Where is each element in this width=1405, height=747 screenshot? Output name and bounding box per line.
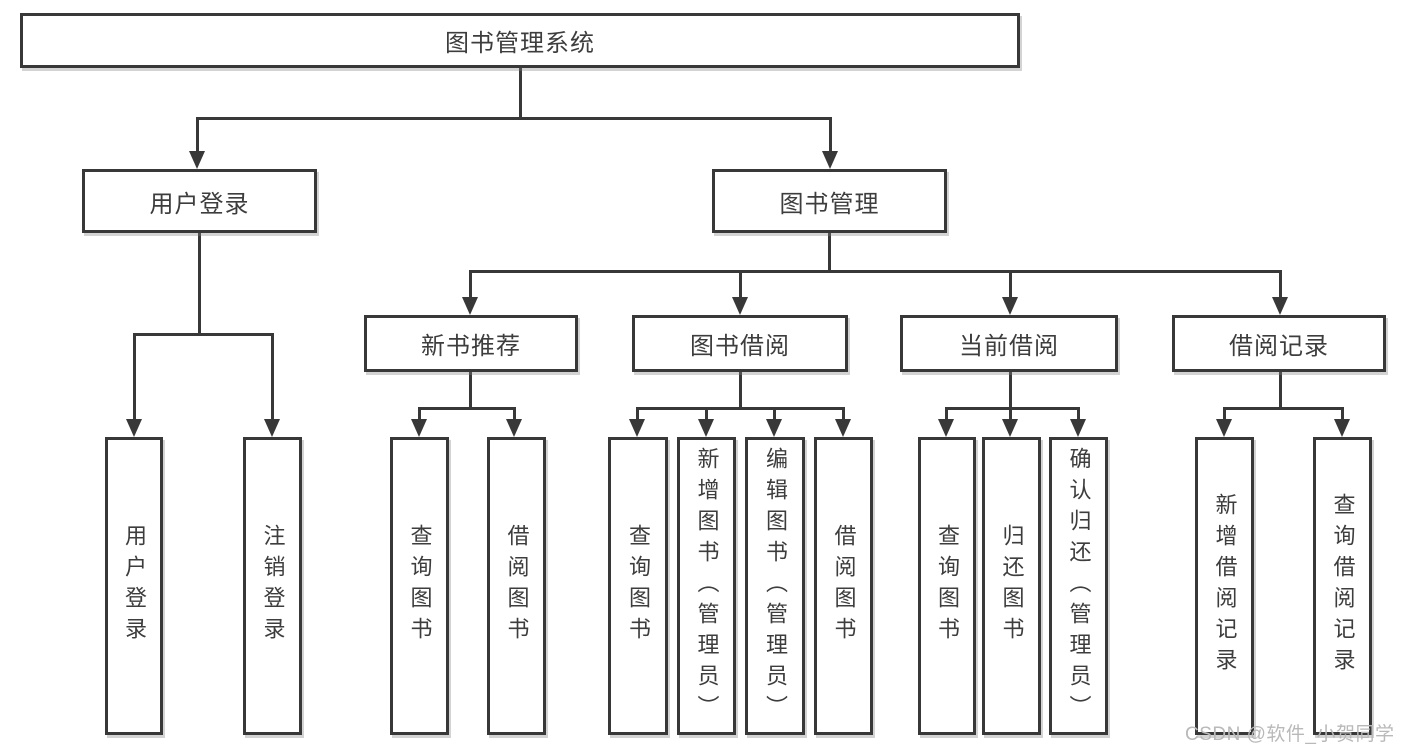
node-label-new-book-rec: 新书推荐 — [421, 333, 521, 360]
arrow-shaft — [133, 333, 136, 422]
arrow-shaft — [196, 117, 199, 154]
node-leaf-rec-borrow-book: 借阅图书 — [487, 437, 546, 735]
connector-bar — [469, 270, 1281, 273]
arrow-down-icon — [629, 419, 645, 437]
node-leaf-bb-borrow-book: 借阅图书 — [814, 437, 873, 735]
connector-bar — [196, 117, 831, 120]
node-leaf-br-add-record: 新增借阅记录 — [1195, 437, 1254, 735]
node-label-leaf-cb-confirm-return: 确认归还（管理员） — [1066, 446, 1092, 726]
node-label-leaf-br-query-record: 查询借阅记录 — [1330, 493, 1356, 679]
arrow-down-icon — [1002, 419, 1018, 437]
node-leaf-br-query-record: 查询借阅记录 — [1313, 437, 1372, 735]
node-leaf-bb-add-book: 新增图书（管理员） — [677, 437, 736, 735]
arrow-shaft — [1341, 407, 1344, 422]
arrow-shaft — [469, 270, 472, 300]
node-leaf-cb-return-book: 归还图书 — [982, 437, 1041, 735]
arrow-down-icon — [1216, 419, 1232, 437]
node-label-leaf-rec-borrow-book: 借阅图书 — [504, 524, 530, 648]
connector-bar — [133, 333, 273, 336]
node-new-book-rec: 新书推荐 — [364, 315, 578, 372]
arrow-shaft — [1077, 407, 1080, 422]
node-label-leaf-logout: 注销登录 — [260, 524, 286, 648]
node-label-root: 图书管理系统 — [445, 30, 595, 57]
arrow-down-icon — [938, 419, 954, 437]
node-label-current-borrow: 当前借阅 — [959, 333, 1059, 360]
arrow-down-icon — [264, 419, 280, 437]
connector-bar — [418, 407, 515, 410]
arrow-down-icon — [462, 297, 478, 315]
node-user-login: 用户登录 — [82, 169, 317, 233]
arrow-shaft — [271, 333, 274, 422]
arrow-shaft — [1009, 407, 1012, 422]
csdn-watermark: CSDN @软件_小贺同学 — [1185, 724, 1395, 745]
arrow-down-icon — [411, 419, 427, 437]
node-label-book-borrow: 图书借阅 — [690, 333, 790, 360]
node-leaf-user-login: 用户登录 — [105, 437, 163, 735]
node-label-leaf-user-login: 用户登录 — [122, 524, 147, 648]
arrow-down-icon — [1070, 419, 1086, 437]
arrow-shaft — [705, 407, 708, 422]
arrow-down-icon — [126, 419, 142, 437]
node-book-mgmt: 图书管理 — [712, 169, 947, 233]
arrow-shaft — [1009, 270, 1012, 300]
node-label-leaf-br-add-record: 新增借阅记录 — [1212, 493, 1238, 679]
arrow-down-icon — [822, 151, 838, 169]
node-leaf-cb-confirm-return: 确认归还（管理员） — [1049, 437, 1108, 735]
connector-stem — [828, 233, 831, 272]
node-label-leaf-cb-return-book: 归还图书 — [999, 524, 1025, 648]
arrow-shaft — [418, 407, 421, 422]
connector-bar — [945, 407, 1079, 410]
node-label-user-login: 用户登录 — [149, 190, 250, 218]
node-borrow-records: 借阅记录 — [1172, 315, 1386, 372]
node-root: 图书管理系统 — [20, 13, 1020, 68]
arrow-shaft — [945, 407, 948, 422]
node-label-leaf-bb-borrow-book: 借阅图书 — [831, 524, 857, 648]
node-leaf-logout: 注销登录 — [243, 437, 302, 735]
node-leaf-bb-query-book: 查询图书 — [608, 437, 668, 735]
node-label-leaf-bb-add-book: 新增图书（管理员） — [694, 446, 720, 726]
connector-bar — [1223, 407, 1343, 410]
arrow-down-icon — [1002, 297, 1018, 315]
arrow-shaft — [513, 407, 516, 422]
node-label-leaf-bb-edit-book: 编辑图书（管理员） — [763, 446, 788, 726]
arrow-shaft — [829, 117, 832, 154]
connector-bar — [636, 407, 844, 410]
arrow-down-icon — [1272, 297, 1288, 315]
connector-stem — [198, 233, 201, 335]
arrow-shaft — [636, 407, 639, 422]
connector-stem — [519, 68, 522, 119]
arrow-shaft — [773, 407, 776, 422]
node-label-leaf-rec-query-book: 查询图书 — [407, 524, 433, 648]
connector-stem — [1279, 372, 1282, 409]
arrow-shaft — [739, 270, 742, 300]
node-leaf-bb-edit-book: 编辑图书（管理员） — [745, 437, 805, 735]
connector-stem — [1009, 372, 1012, 409]
arrow-down-icon — [1334, 419, 1350, 437]
node-book-borrow: 图书借阅 — [632, 315, 848, 372]
node-label-leaf-bb-query-book: 查询图书 — [626, 524, 651, 648]
node-label-leaf-cb-query-book: 查询图书 — [935, 524, 960, 648]
node-leaf-rec-query-book: 查询图书 — [390, 437, 449, 735]
arrow-shaft — [842, 407, 845, 422]
arrow-down-icon — [506, 419, 522, 437]
arrow-down-icon — [732, 297, 748, 315]
arrow-shaft — [1279, 270, 1282, 300]
node-current-borrow: 当前借阅 — [900, 315, 1118, 372]
arrow-shaft — [1223, 407, 1226, 422]
node-leaf-cb-query-book: 查询图书 — [918, 437, 976, 735]
connector-stem — [739, 372, 742, 409]
connector-stem — [469, 372, 472, 409]
arrow-down-icon — [189, 151, 205, 169]
node-label-book-mgmt: 图书管理 — [779, 190, 880, 218]
arrow-down-icon — [698, 419, 714, 437]
arrow-down-icon — [835, 419, 851, 437]
node-label-borrow-records: 借阅记录 — [1229, 333, 1329, 360]
arrow-down-icon — [766, 419, 782, 437]
